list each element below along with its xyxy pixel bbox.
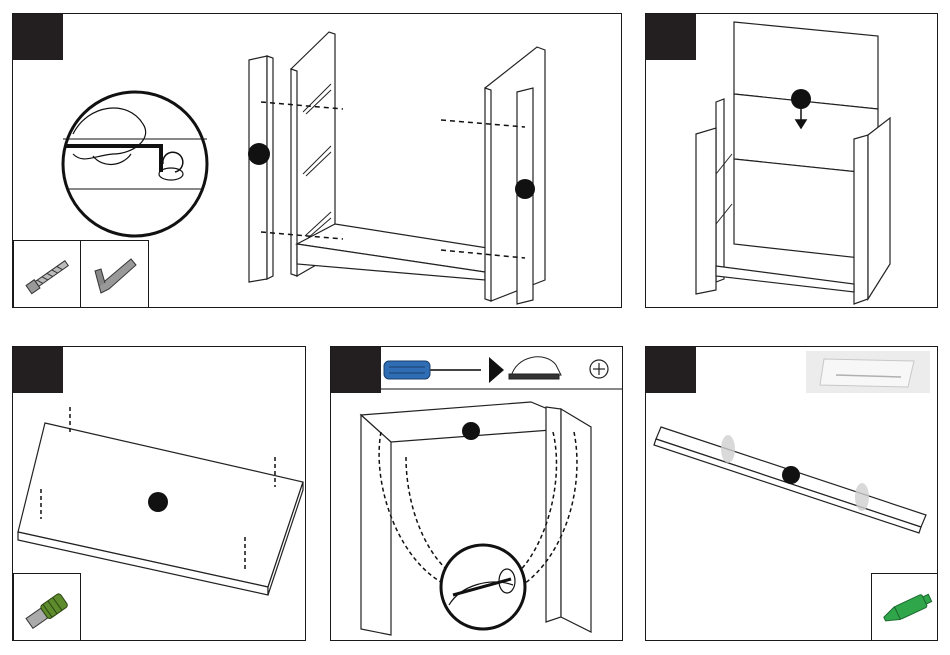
tool-strip <box>381 357 623 389</box>
phillips-rotate-icon <box>590 360 608 378</box>
part-callout-marker <box>148 492 168 512</box>
fastening-illustration <box>331 347 623 641</box>
step-panel-side-assembly <box>12 13 622 308</box>
part-callout-marker <box>515 179 535 199</box>
back-panel-illustration <box>646 14 938 308</box>
side-board-right <box>485 47 545 304</box>
base-board <box>716 266 854 292</box>
part-callout-marker <box>791 89 811 109</box>
step-panel-top-panel <box>12 346 306 641</box>
parts-box-connector-dowel <box>13 573 81 641</box>
step-panel-fastening <box>330 346 623 641</box>
part-callout-marker <box>248 143 270 165</box>
cam-screw-icon <box>14 241 82 308</box>
side-board-left <box>249 56 273 282</box>
glue-tube-icon <box>872 574 938 641</box>
hand-screwdriver-icon <box>509 357 561 379</box>
part-callout-marker <box>462 422 480 440</box>
drawer-reference-thumbnail <box>806 351 930 393</box>
allen-key-icon <box>81 241 150 308</box>
next-arrow-icon <box>489 357 504 383</box>
parts-box-allen-key <box>80 240 149 308</box>
step-panel-glue-strip <box>645 346 938 641</box>
parts-box-glue <box>871 573 938 641</box>
detail-magnifier <box>441 545 525 629</box>
base-board <box>297 224 513 280</box>
part-callout-marker <box>782 466 800 484</box>
screwdriver-icon <box>384 361 481 379</box>
connector-dowel-icon <box>14 574 82 641</box>
parts-box-cam-screw <box>13 240 81 308</box>
side-board-left <box>716 99 724 282</box>
side-board-right <box>854 135 868 304</box>
detail-magnifier <box>63 92 207 236</box>
step-panel-back-panel <box>645 13 938 308</box>
